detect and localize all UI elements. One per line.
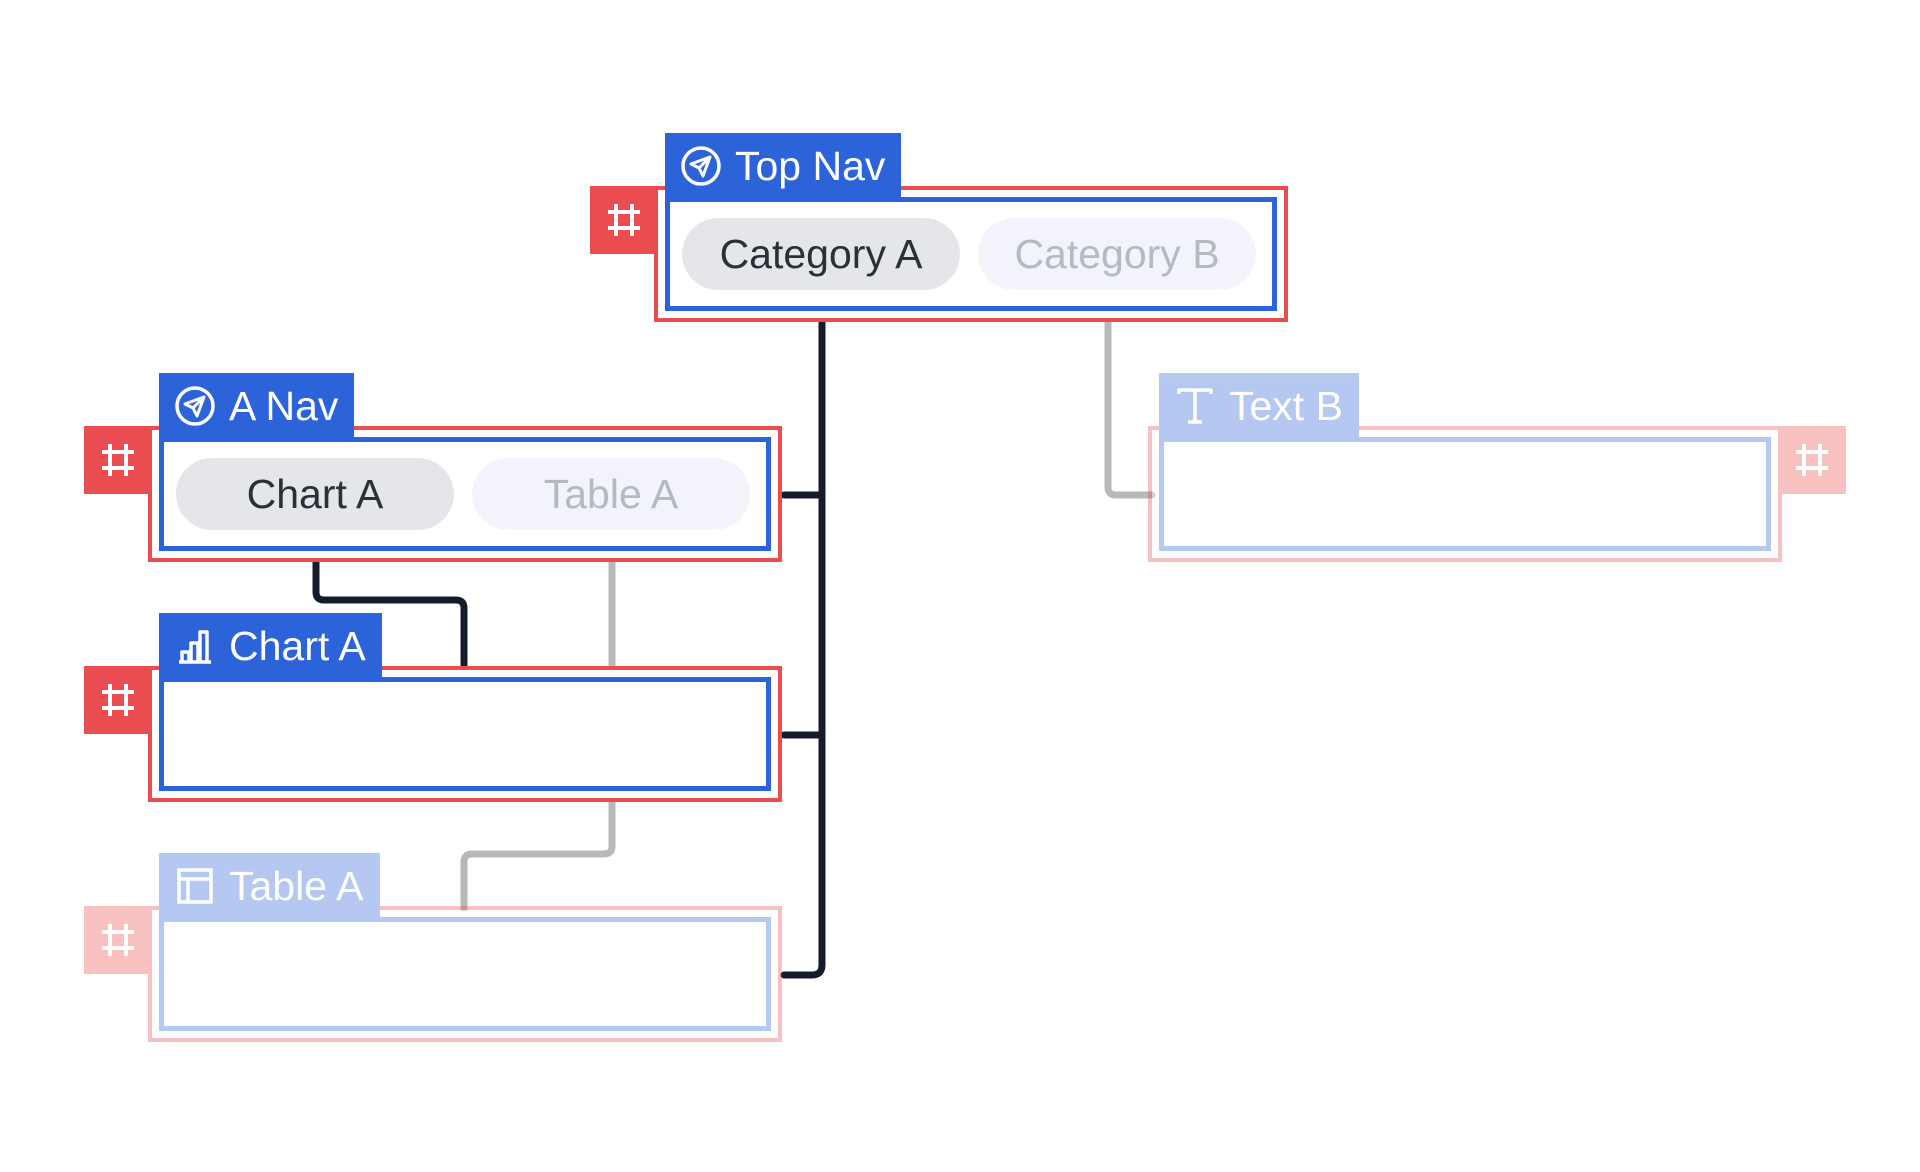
- node-title-tab[interactable]: Chart A: [159, 613, 382, 679]
- node-title: Table A: [229, 862, 364, 909]
- frame-handle[interactable]: [84, 666, 152, 734]
- connector-text-b: [1104, 288, 1156, 499]
- nav-item-chart-a[interactable]: Chart A: [176, 458, 454, 530]
- node-title: Chart A: [229, 622, 366, 669]
- bar-chart-icon: [179, 630, 211, 664]
- component-border: [159, 917, 771, 1031]
- nav-item-category-a[interactable]: Category A: [682, 218, 960, 290]
- frame-border: [148, 906, 782, 1042]
- nav-item-table-a[interactable]: Table A: [472, 458, 750, 530]
- send-icon: [175, 386, 215, 426]
- connector-category-a-trunk: [780, 288, 826, 979]
- component-border: [159, 677, 771, 791]
- frame-hash-icon: [102, 924, 134, 956]
- node-title-tab[interactable]: A Nav: [159, 373, 355, 439]
- frame-hash-icon: [1796, 444, 1828, 476]
- node-title: Text B: [1229, 382, 1343, 429]
- frame-hash-icon: [608, 204, 640, 236]
- frame-handle[interactable]: [1778, 426, 1846, 494]
- frame-hash-icon: [102, 684, 134, 716]
- frame-hash-icon: [102, 444, 134, 476]
- node-title-tab[interactable]: Text B: [1159, 373, 1359, 439]
- node-title: A Nav: [229, 382, 339, 429]
- frame-border: [1148, 426, 1782, 562]
- node-title: Top Nav: [735, 142, 886, 189]
- frame-handle[interactable]: [84, 906, 152, 974]
- component-border: [1159, 437, 1771, 551]
- node-title-tab[interactable]: Table A: [159, 853, 380, 919]
- send-icon: [681, 146, 721, 186]
- frame-handle[interactable]: [84, 426, 152, 494]
- node-title-tab[interactable]: Top Nav: [665, 133, 902, 199]
- frame-handle[interactable]: [590, 186, 658, 254]
- nav-item-category-b[interactable]: Category B: [978, 218, 1256, 290]
- table-icon: [177, 868, 213, 904]
- text-icon: [1177, 388, 1213, 424]
